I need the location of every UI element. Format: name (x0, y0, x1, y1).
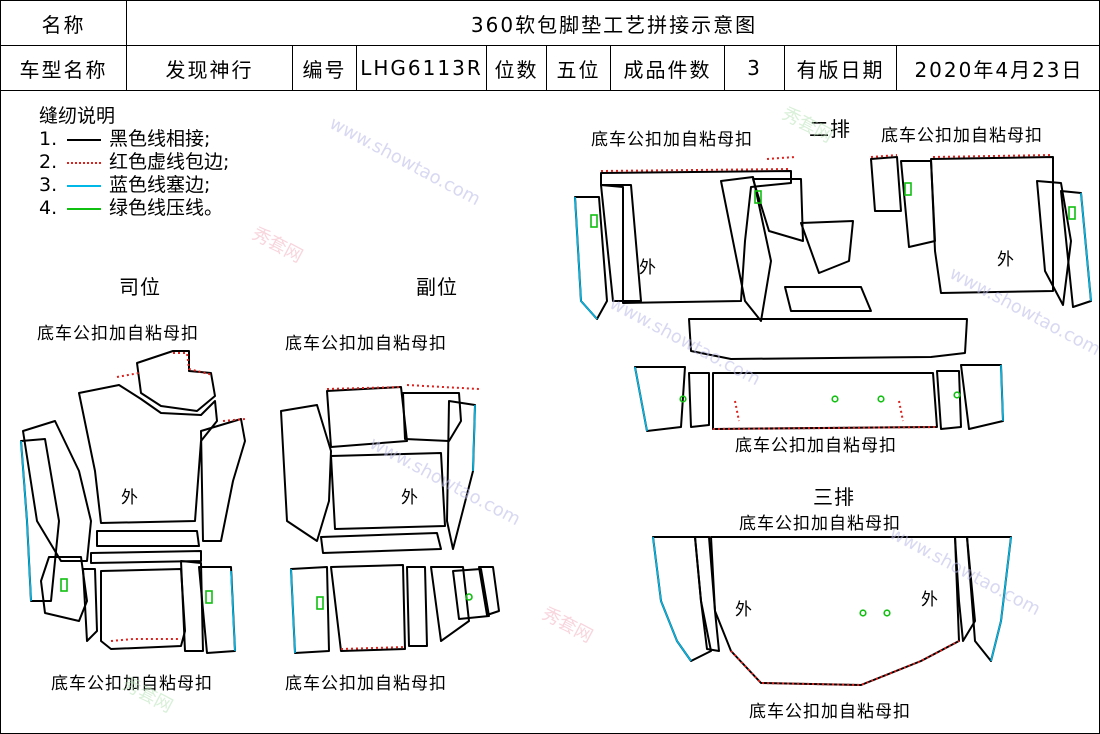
black-line-swatch (67, 138, 101, 141)
driver-section-label: 司位 (119, 275, 161, 299)
outside-mark-driver: 外 (121, 488, 139, 508)
date-label: 有版日期 (785, 46, 897, 91)
passenger-mat-pieces (280, 384, 500, 654)
buckle-note-passenger-top: 底车公扣加自粘母扣 (285, 334, 447, 354)
legend-num: 3. (39, 174, 58, 196)
pieces-label: 成品件数 (611, 46, 725, 91)
model-value: 发现神行 (127, 46, 293, 91)
legend-text: 绿色线压线。 (109, 197, 224, 219)
row3-section-label: 三排 (813, 485, 855, 509)
legend-item-green: 4. 绿色线压线。 (39, 197, 229, 220)
legend-item-blue: 3. 蓝色线塞边; (39, 174, 229, 197)
green-line-swatch (67, 207, 101, 210)
seats-value: 五位 (547, 46, 611, 91)
buckle-note-row2-right: 底车公扣加自粘母扣 (881, 126, 1043, 146)
code-label: 编号 (293, 46, 357, 91)
sewing-legend: 缝纫说明 1. 黑色线相接; 2. 红色虚线包边; 3. 蓝色线塞边; 4. 绿… (39, 105, 229, 220)
seats-label: 位数 (487, 46, 547, 91)
row3-mat-pieces (652, 536, 1012, 687)
outside-mark-row3-right: 外 (921, 590, 939, 610)
date-value: 2020年4月23日 (897, 46, 1099, 91)
buckle-note-passenger-bottom: 底车公扣加自粘母扣 (285, 674, 447, 694)
buckle-note-row3-bottom: 底车公扣加自粘母扣 (749, 702, 911, 722)
legend-item-red: 2. 红色虚线包边; (39, 151, 229, 174)
legend-num: 2. (39, 151, 58, 173)
legend-text: 蓝色线塞边; (109, 174, 211, 196)
page-title: 360软包脚垫工艺拼接示意图 (127, 1, 1099, 46)
red-dotted-line-swatch (67, 161, 101, 164)
legend-text: 红色虚线包边; (109, 151, 230, 173)
row2-mat-pieces (574, 154, 1092, 432)
legend-num: 1. (39, 128, 58, 150)
outside-mark-passenger: 外 (401, 488, 419, 508)
legend-num: 4. (39, 197, 58, 219)
legend-title: 缝纫说明 (39, 105, 116, 127)
model-label: 车型名称 (1, 46, 127, 91)
outside-mark-row3-left: 外 (735, 600, 753, 620)
header-name-label: 名称 (1, 1, 127, 46)
outside-mark-row2-left: 外 (639, 258, 657, 278)
outside-mark-row2-right: 外 (997, 250, 1015, 270)
blue-line-swatch (67, 184, 101, 187)
passenger-section-label: 副位 (416, 275, 458, 299)
row2-section-label: 二排 (809, 117, 851, 141)
legend-item-black: 1. 黑色线相接; (39, 128, 229, 151)
buckle-note-row2-bottom: 底车公扣加自粘母扣 (735, 436, 897, 456)
driver-mat-pieces (20, 350, 246, 654)
buckle-note-driver-bottom: 底车公扣加自粘母扣 (51, 674, 213, 694)
code-value: LHG6113R (357, 46, 487, 91)
buckle-note-driver-top: 底车公扣加自粘母扣 (37, 324, 199, 344)
buckle-note-row3-top: 底车公扣加自粘母扣 (739, 514, 901, 534)
legend-text: 黑色线相接; (109, 128, 211, 150)
pieces-value: 3 (725, 46, 785, 91)
buckle-note-row2-left: 底车公扣加自粘母扣 (591, 130, 753, 150)
